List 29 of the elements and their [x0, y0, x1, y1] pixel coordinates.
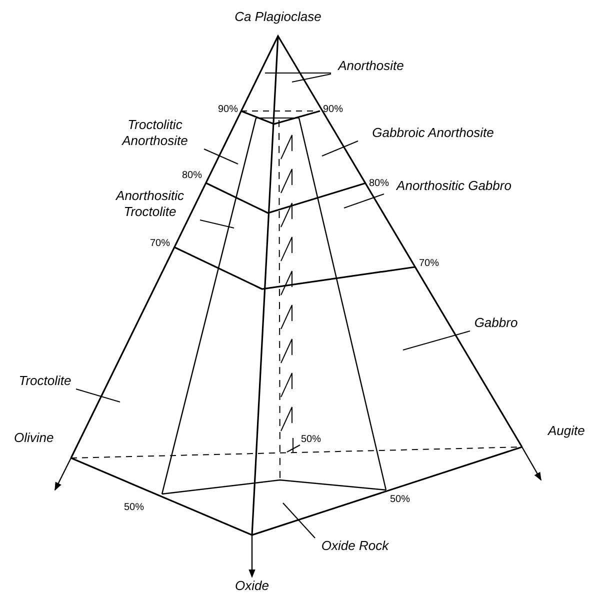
- leader-line: [282, 502, 316, 538]
- percent-label: 70%: [150, 238, 170, 249]
- leader-line: [322, 140, 358, 156]
- rock-type-label: Gabbro: [470, 315, 522, 331]
- rock-type-label: Troctolite: [14, 373, 76, 389]
- rock-type-label: Oxide Rock: [315, 538, 395, 554]
- percent-label: 90%: [218, 104, 238, 115]
- leader-line: [200, 219, 234, 229]
- percent-label: 50%: [124, 502, 144, 513]
- rock-type-label: Anorthosite: [331, 58, 411, 74]
- leader-line: [76, 388, 120, 403]
- rock-type-label: Anorthositic Troctolite: [100, 188, 200, 220]
- rock-type-label: Gabbroic Anorthosite: [358, 125, 508, 141]
- vertex-label: Olivine: [14, 430, 54, 445]
- leader-line: [292, 73, 332, 83]
- percent-label: 80%: [182, 170, 202, 181]
- percent-label: 90%: [323, 104, 344, 115]
- rock-type-label: Troctolitic Anorthosite: [106, 117, 204, 149]
- percent-label: 70%: [419, 258, 440, 269]
- percent-label: 80%: [369, 178, 390, 189]
- leader-line: [265, 72, 331, 74]
- percent-label: 50%: [301, 434, 322, 445]
- leader-line: [204, 148, 238, 164]
- vertex-label: Oxide: [235, 578, 269, 593]
- percent-label: 50%: [390, 494, 410, 505]
- vertex-label: Ca Plagioclase: [234, 9, 322, 24]
- leader-line: [402, 330, 470, 351]
- leader-line: [344, 193, 384, 209]
- vertex-label: Augite: [548, 423, 585, 438]
